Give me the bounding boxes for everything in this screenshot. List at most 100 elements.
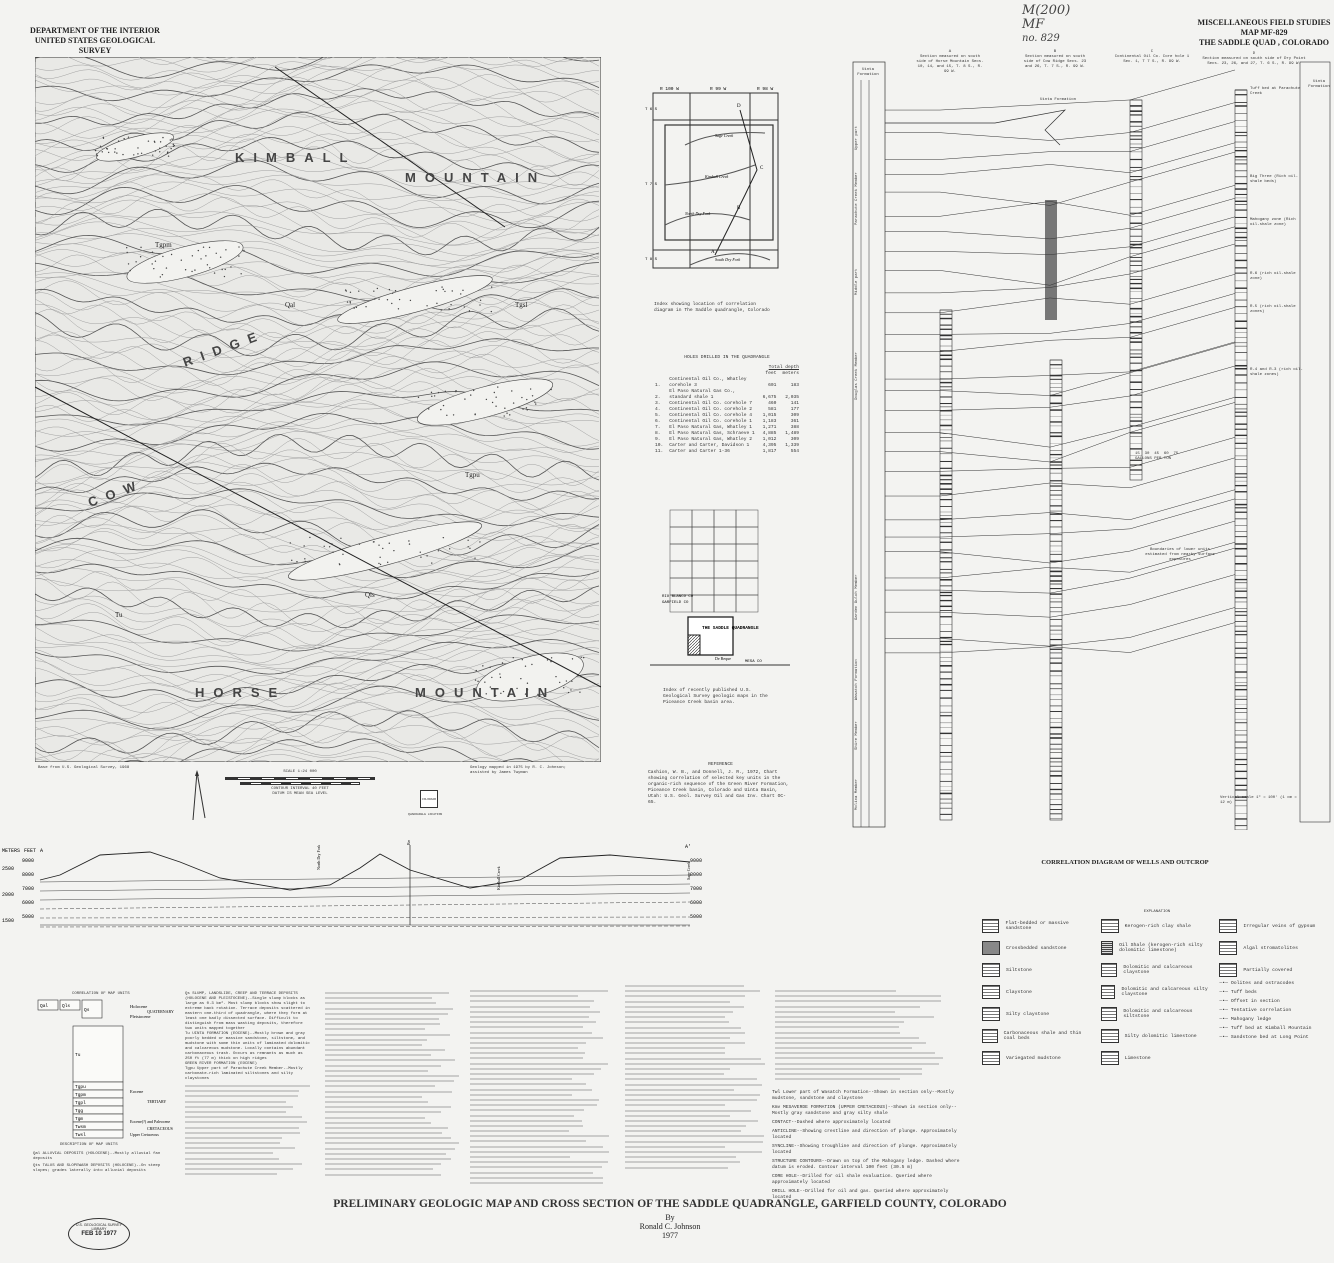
symbol-icon: —•— xyxy=(1219,999,1231,1004)
explanation-item: Variegated mudstone xyxy=(982,1047,1095,1069)
symbol-label: Tuff beds xyxy=(1230,990,1257,995)
map-symbol-entry: Kmv MESAVERDE FORMATION (UPPER CRETACEOU… xyxy=(772,1105,957,1116)
depth-meters: 388 xyxy=(790,425,799,430)
county-label: MESA CO xyxy=(745,660,762,664)
handwritten-line: no. 829 xyxy=(1022,33,1060,44)
explanation-item: Dolomitic and calcareous siltstone xyxy=(1100,1003,1214,1025)
section-end-label: A' xyxy=(685,844,691,850)
epoch-label: Eocene xyxy=(130,1089,143,1094)
explanation-item: Algal stromatolites xyxy=(1219,937,1332,959)
contour-interval: CONTOUR INTERVAL 40 FEET xyxy=(271,787,329,791)
range-label: R 100 W xyxy=(660,86,679,92)
uinta-label-right: Uinta Formation xyxy=(1308,80,1330,89)
series-header: MISCELLANEOUS FIELD STUDIES MAP MF-829 T… xyxy=(1196,18,1332,48)
unit-box-label: Tgpl xyxy=(75,1100,86,1106)
oil-shale-zone-label: Big Three (Rich oil-shale beds) xyxy=(1250,175,1299,184)
depth-meters: 1,339 xyxy=(785,443,799,448)
oil-shale-zone-label: Mahogany zone (Rich oil-shale zone) xyxy=(1250,218,1296,227)
lithology-swatch-icon xyxy=(982,963,1000,977)
description-text-column xyxy=(185,1085,310,1176)
feet-tick: 6000 xyxy=(22,900,34,906)
depth-meters: 361 xyxy=(790,419,799,424)
unit-box-label: Tu xyxy=(75,1052,81,1058)
hole-number: 6. xyxy=(655,419,661,424)
stratigraphic-unit-label: Molina Member xyxy=(855,778,859,810)
depth-meters: 554 xyxy=(790,449,799,454)
correlation-diagram xyxy=(852,61,1331,830)
explanation-item: Dolomitic and calcareous silty claystone xyxy=(1100,981,1214,1003)
author: Ronald C. Johnson xyxy=(639,1222,701,1231)
feet-tick: 7000 xyxy=(690,886,702,892)
explanation-item: Oil Shale (kerogen-rich silty dolomitic … xyxy=(1100,937,1214,959)
scale-bar: SCALE 1:24 000 CONTOUR INTERVAL 40 FEET … xyxy=(225,770,375,797)
hole-row: 1.Continental Oil Co., Whatley corehole … xyxy=(652,377,802,389)
stratigraphic-unit-label: Wasatch Formation xyxy=(855,659,859,700)
symbol-icon: —•— xyxy=(1219,1017,1231,1022)
hole-number: 5. xyxy=(655,413,661,418)
hole-number: 8. xyxy=(655,431,661,436)
place-label: HORSE xyxy=(195,685,286,700)
feet-tick: 9000 xyxy=(690,858,702,864)
feature-label: Sage Creek xyxy=(686,862,691,880)
map-symbol-entry: ANTICLINE--Showing crestline and directi… xyxy=(772,1129,957,1140)
hole-name: El Paso Natural Gas Co., standard shale … xyxy=(669,389,736,400)
stratigraphic-unit-label: Shire Member xyxy=(855,721,859,750)
explanation-item: Siltstone xyxy=(982,959,1095,981)
hole-number: 2. xyxy=(655,395,661,400)
explanation: EXPLANATION Flat-bedded or massive sands… xyxy=(982,910,1332,1069)
depth-feet: 1,271 xyxy=(762,425,777,430)
explanation-label: Carbonaceous shale and thin coal beds xyxy=(1003,1031,1082,1041)
lithology-swatch-icon xyxy=(1100,1029,1119,1043)
explanation-label: Limestone xyxy=(1124,1055,1151,1061)
explanation-label: Dolomitic and calcareous silty claystone xyxy=(1121,987,1208,997)
explanation-label: Algal stromatolites xyxy=(1243,945,1299,951)
symbol-label: Offset in section xyxy=(1230,999,1280,1004)
hole-name: El Paso Natural Gas, Whatley 2 xyxy=(669,437,752,442)
depth-meters: 309 xyxy=(790,437,799,442)
hole-name: Continental Oil Co. corehole 1 xyxy=(669,419,752,424)
epoch-label: Pleistocene xyxy=(130,1014,151,1019)
township-label: T 6 S xyxy=(645,108,658,112)
feet-tick: 5000 xyxy=(22,914,34,920)
explanation-label: Crossbedded sandstone xyxy=(1006,945,1067,951)
stratigraphic-unit-label: Douglas Creek Member xyxy=(855,351,859,400)
explanation-item: Claystone xyxy=(982,981,1095,1003)
symbol-icon: —•— xyxy=(1219,1035,1231,1040)
published-index-caption: Index of recently published U.S. Geologi… xyxy=(663,688,768,705)
feet-tick: 5000 xyxy=(690,914,702,920)
description-text-column xyxy=(625,985,765,1172)
depth-feet: 6,675 xyxy=(762,395,777,400)
stratigraphic-unit-label: Parachute Creek Member xyxy=(855,172,859,225)
township-label: T 8 S xyxy=(645,258,658,262)
north-arrow-icon xyxy=(192,770,206,821)
geologic-map[interactable]: KIMBALL MOUNTAIN COW RIDGE HORSE MOUNTAI… xyxy=(35,57,601,762)
symbol-icon: —•— xyxy=(1219,981,1231,986)
point-label: B xyxy=(737,206,741,211)
reference-title: REFERENCE xyxy=(708,762,733,767)
explanation-item: Flat-bedded or massive sandstone xyxy=(982,915,1095,937)
col-header: feet xyxy=(765,371,777,376)
system-label: CRETACEOUS xyxy=(147,1126,173,1131)
scale-graphic xyxy=(240,782,360,785)
explanation-item: Silty dolomitic limestone xyxy=(1100,1025,1214,1047)
feet-label: FEET xyxy=(24,848,36,854)
boundaries-note: Boundaries of lower units estimated from… xyxy=(1145,548,1215,562)
system-label: TERTIARY xyxy=(147,1099,166,1104)
oil-shale-zone-label: R-5 (rich oil-shale zones) xyxy=(1250,305,1296,314)
fault-line xyxy=(274,66,506,228)
meters-label: METERS xyxy=(2,848,20,854)
lithology-swatch-icon xyxy=(1219,919,1238,933)
town-label: De Beque xyxy=(715,656,731,661)
oil-shale-zone-label: R-4 and R-3 (rich oil-shale zones) xyxy=(1250,368,1303,377)
feet-tick: 8000 xyxy=(690,872,702,878)
place-label: MOUNTAIN xyxy=(415,685,556,700)
desc-upper-part: Tgpu Upper part of Parachute Creek Membe… xyxy=(185,1067,303,1081)
explanation-item: Limestone xyxy=(1100,1047,1214,1069)
desc-uinta: Tu UINTA FORMATION (EOCENE)--Mostly brow… xyxy=(185,1032,310,1061)
explanation-item: Silty claystone xyxy=(982,1003,1095,1025)
